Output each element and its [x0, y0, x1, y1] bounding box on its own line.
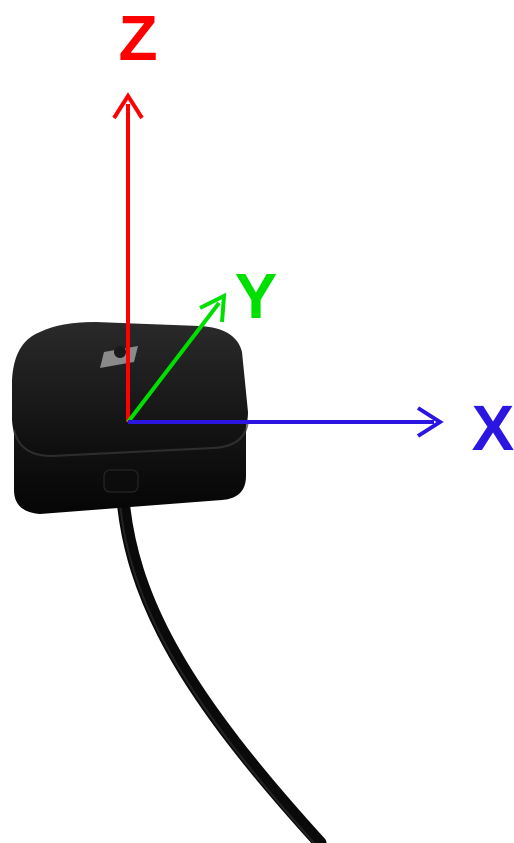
- puck-edge-sheen: [13, 419, 249, 458]
- y-axis-label: Y: [235, 260, 278, 332]
- x-axis: [128, 406, 444, 438]
- z-axis-arrowhead: [112, 92, 144, 120]
- antenna-cable: [115, 479, 327, 843]
- z-axis-label: Z: [118, 2, 157, 74]
- antenna-cable-highlight: [118, 489, 315, 843]
- x-axis-label: X: [472, 392, 514, 464]
- cable-connector: [103, 469, 139, 493]
- x-axis-arrowhead: [416, 406, 444, 438]
- z-axis: [112, 92, 144, 422]
- y-axis-line: [126, 301, 221, 424]
- y-axis: [126, 292, 227, 424]
- y-axis-arrowhead: [199, 292, 227, 323]
